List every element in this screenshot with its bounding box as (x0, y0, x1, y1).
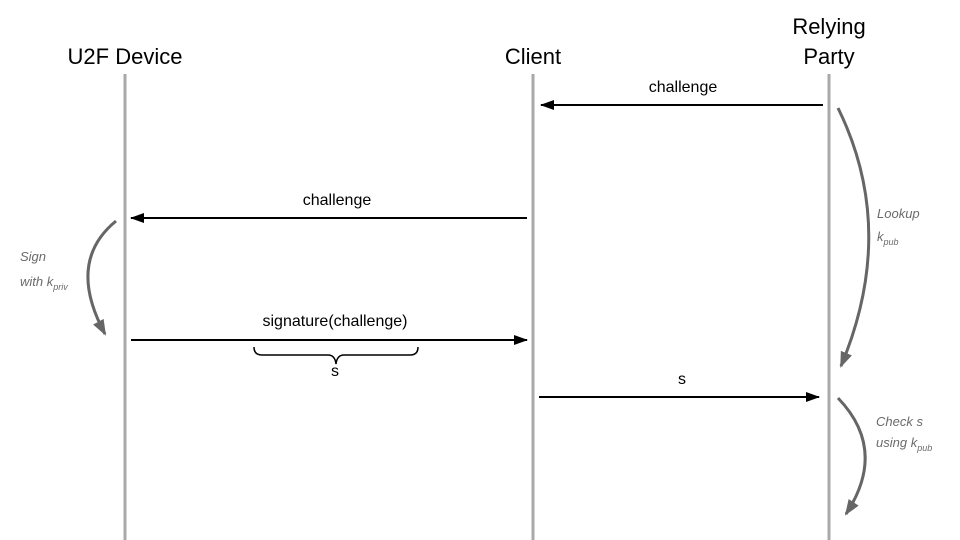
note-lookup-sub: pub (883, 237, 899, 247)
note-lookup-line2: kpub (877, 229, 899, 247)
note-check-line1: Check s (876, 414, 923, 429)
label-rp-to-client: challenge (649, 79, 718, 96)
note-lookup-k: k (877, 229, 885, 244)
label-client-to-device: challenge (303, 192, 372, 209)
note-check-using: using k (876, 435, 919, 450)
actor-client: Client (505, 44, 561, 69)
note-lookup-line1: Lookup (877, 206, 920, 221)
actor-u2f-device: U2F Device (68, 44, 183, 69)
actor-relying-party-line1: Relying (792, 14, 865, 39)
note-check-sub: pub (916, 443, 932, 453)
actor-relying-party-line2: Party (803, 44, 854, 69)
note-sign-line1: Sign (20, 249, 46, 264)
self-loop-check (836, 396, 867, 516)
note-sign-sub: priv (52, 282, 68, 292)
self-loop-sign (86, 219, 117, 336)
note-check-line2: using kpub (876, 435, 932, 453)
note-sign-with: with k (20, 274, 55, 289)
curly-brace (253, 346, 419, 365)
label-brace-s: s (331, 363, 339, 380)
note-sign-line2: with kpriv (20, 274, 68, 292)
label-client-to-rp: s (678, 371, 686, 388)
self-loop-lookup (836, 107, 871, 368)
label-device-to-client: signature(challenge) (263, 313, 408, 330)
